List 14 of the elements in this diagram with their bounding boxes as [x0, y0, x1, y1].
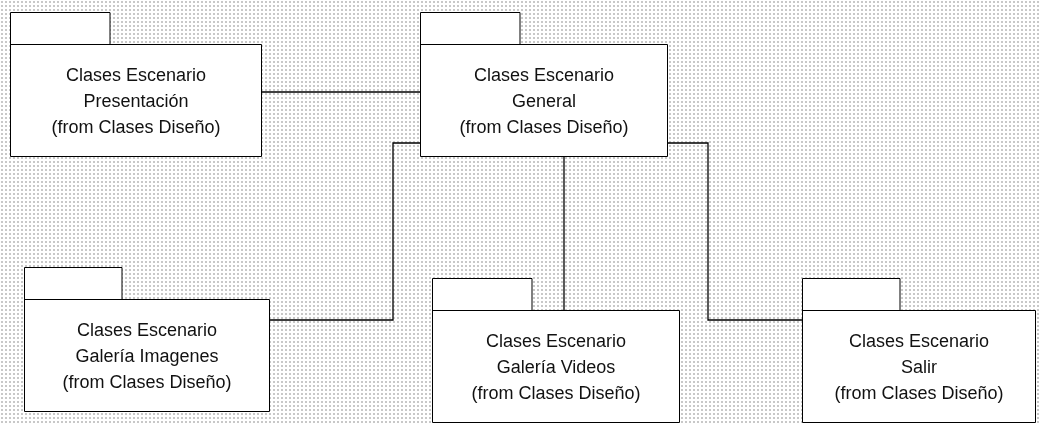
connector-line	[667, 142, 803, 321]
package-origin: (from Clases Diseño)	[459, 115, 629, 139]
connector-line	[261, 91, 421, 93]
package-name: Clases Escenario Salir	[847, 329, 991, 379]
package-name: Clases Escenario Galería Videos	[484, 329, 628, 379]
package-origin: (from Clases Diseño)	[834, 381, 1004, 405]
connector-line	[269, 142, 421, 321]
package-origin: (from Clases Diseño)	[471, 381, 641, 405]
package-name: Clases Escenario Galería Imagenes	[74, 318, 220, 368]
package-origin: (from Clases Diseño)	[51, 115, 221, 139]
package-name: Clases Escenario General	[472, 63, 616, 113]
connector-line	[563, 156, 565, 311]
package-name: Clases Escenario Presentación	[64, 63, 208, 113]
package-origin: (from Clases Diseño)	[62, 370, 232, 394]
